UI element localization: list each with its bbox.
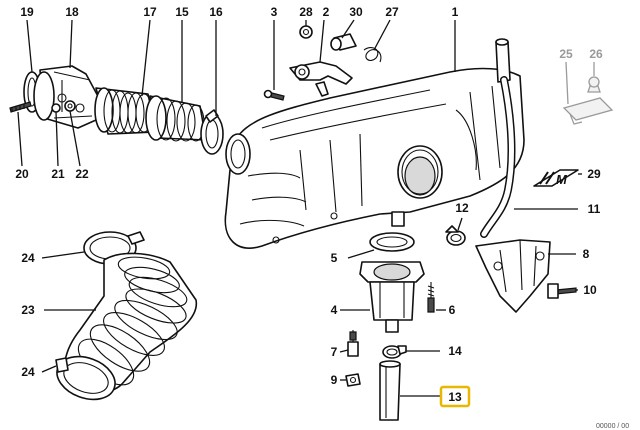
callout-8: 8 — [583, 247, 590, 261]
intake-boot-assembly — [9, 65, 224, 155]
resonator-4 — [359, 261, 425, 333]
mounting-bracket — [475, 239, 577, 313]
gasket-5 — [369, 232, 415, 252]
hose-clamp-12 — [445, 225, 466, 246]
callout-5: 5 — [331, 251, 338, 265]
callout-22: 22 — [75, 167, 89, 181]
callout-29: 29 — [587, 167, 601, 181]
callout-11: 11 — [588, 202, 601, 216]
breather-pipe — [480, 76, 516, 238]
callout-12: 12 — [455, 201, 469, 215]
callout-20: 20 — [15, 167, 29, 181]
large-intake-bellows — [55, 231, 197, 401]
callout-labels: 19 18 17 15 16 3 28 2 30 27 1 25 26 20 2… — [15, 5, 629, 430]
callout-21: 21 — [51, 167, 65, 181]
callout-15: 15 — [175, 5, 189, 19]
callout-13-highlight — [439, 385, 471, 408]
callout-18: 18 — [65, 5, 79, 19]
callout-24-bottom: 24 — [21, 365, 35, 379]
callout-13[interactable]: 13 — [448, 390, 462, 404]
callout-26: 26 — [589, 47, 603, 61]
hose-clamp-14 — [382, 345, 407, 359]
air-filter-housing — [224, 38, 525, 249]
leader-lines — [17, 19, 595, 397]
callout-23: 23 — [21, 303, 35, 317]
callout-14: 14 — [448, 344, 462, 358]
hose-13 — [379, 360, 401, 421]
callout-6: 6 — [449, 303, 456, 317]
callout-7: 7 — [331, 345, 338, 359]
callout-1: 1 — [452, 5, 459, 19]
reference-code: 00000 / 00 — [596, 423, 629, 430]
valve-bracket-assembly — [263, 25, 382, 101]
screw-6 — [427, 282, 435, 313]
callout-2: 2 — [323, 5, 330, 19]
callout-19: 19 — [20, 5, 34, 19]
callout-16: 16 — [209, 5, 223, 19]
stud-and-nut — [345, 330, 361, 387]
callout-24-top: 24 — [21, 251, 35, 265]
emblem-text: M — [556, 172, 568, 187]
callout-9: 9 — [331, 373, 338, 387]
callout-3: 3 — [271, 5, 278, 19]
callout-30: 30 — [349, 5, 363, 19]
callout-17: 17 — [143, 5, 157, 19]
callout-28: 28 — [299, 5, 313, 19]
callout-10: 10 — [583, 283, 597, 297]
m-emblem: M — [533, 169, 579, 187]
grey-bracket-assembly — [562, 76, 614, 125]
callout-25: 25 — [559, 47, 573, 61]
callout-4: 4 — [331, 303, 338, 317]
callout-27: 27 — [385, 5, 399, 19]
